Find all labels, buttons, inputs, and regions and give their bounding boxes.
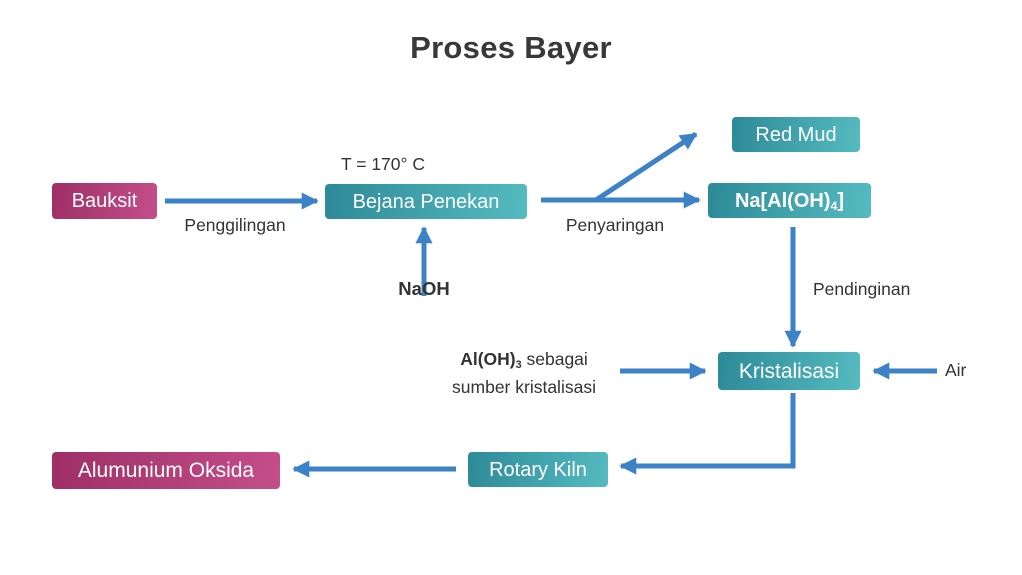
label-aloh3-source: Al(OH)3 sebagai sumber kristalisasi: [414, 347, 634, 400]
node-bauksit: Bauksit: [52, 183, 157, 219]
label-aloh3-after: sebagai: [526, 349, 588, 369]
node-kristalisasi-label: Kristalisasi: [738, 359, 840, 383]
node-bejana-penekan: Bejana Penekan: [325, 184, 527, 219]
node-kristalisasi: Kristalisasi: [718, 352, 860, 390]
node-rotary-kiln-label: Rotary Kiln: [489, 458, 587, 481]
node-alumunium-oksida-label: Alumunium Oksida: [77, 459, 255, 482]
node-alumunium-oksida: Alumunium Oksida: [52, 452, 280, 489]
label-air: Air: [945, 360, 967, 380]
node-red-mud-label: Red Mud: [755, 123, 837, 146]
label-pendinginan: Pendinginan: [813, 279, 911, 299]
node-sodium-aluminate: Na[Al(OH)4]: [708, 183, 871, 218]
label-temperature: T = 170° C: [341, 154, 426, 174]
label-aloh3-line2: sumber kristalisasi: [452, 377, 596, 397]
node-bejana-penekan-label: Bejana Penekan: [352, 190, 500, 213]
label-penyaringan: Penyaringan: [565, 215, 665, 235]
node-bauksit-label: Bauksit: [71, 190, 138, 212]
arrow-branch-to-red-mud: [594, 131, 698, 203]
node-sodium-aluminate-formula: Na[Al(OH)4]: [734, 189, 845, 213]
label-penggilingan: Penggilingan: [184, 215, 286, 235]
label-naoh: NaOH: [398, 278, 450, 299]
diagram-title: Proses Bayer: [410, 30, 612, 65]
node-rotary-kiln: Rotary Kiln: [468, 452, 608, 487]
arrow-kristalisasi-to-rotary-kiln: [619, 393, 796, 475]
label-aloh3-formula: Al(OH)3: [460, 349, 522, 372]
node-red-mud: Red Mud: [732, 117, 860, 152]
